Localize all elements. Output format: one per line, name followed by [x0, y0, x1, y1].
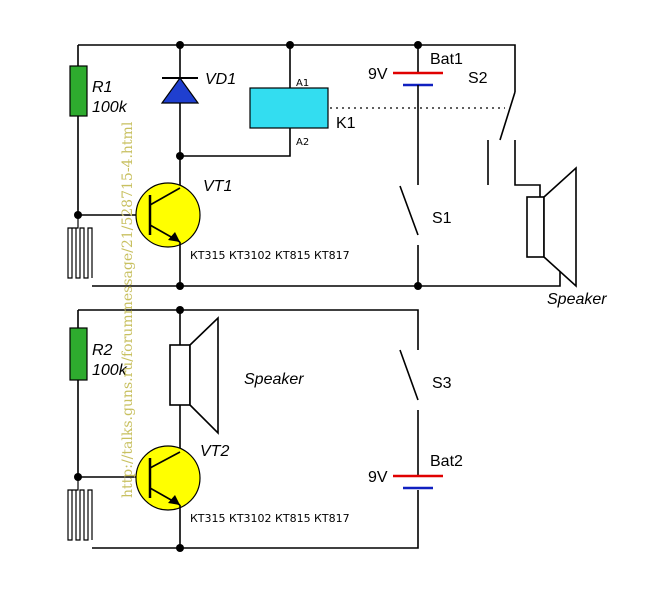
- relay-a2-label: A2: [296, 137, 309, 148]
- relay-k1-coil: [249, 87, 329, 129]
- sensor-2-meander: [67, 477, 93, 541]
- junction-dot: [74, 211, 82, 219]
- r1-value: 100k: [92, 99, 128, 116]
- vt1-collector: [149, 187, 181, 206]
- vt2-types: КТ315 КТ3102 КТ815 КТ817: [190, 512, 350, 525]
- junction-dot: [286, 41, 294, 49]
- s2-switch-lever: [499, 91, 516, 141]
- s1-switch-lever: [399, 185, 419, 236]
- vt2-label: VT2: [200, 443, 229, 460]
- vt2-emitter-arrow: [168, 495, 180, 505]
- top-rail-wire: [78, 44, 516, 92]
- bottom-circuit: R2 100k Speaker S3 VT2 9V Bat2 КТ315 КТ3…: [67, 306, 463, 552]
- speaker-bottom-label: Speaker: [244, 371, 304, 388]
- r1-label: R1: [92, 79, 112, 96]
- junction-dot: [176, 544, 184, 552]
- speaker-top-label: Speaker: [547, 291, 607, 308]
- speaker-bottom-magnet: [169, 344, 191, 406]
- r2-label: R2: [92, 342, 113, 359]
- relay-k1-label: K1: [336, 115, 356, 132]
- junction-dot: [176, 152, 184, 160]
- bat1-voltage: 9V: [368, 66, 388, 83]
- junction-dot: [176, 306, 184, 314]
- speaker-top-cone: [543, 166, 577, 288]
- r2-resistor: [69, 327, 88, 381]
- bat2-voltage: 9V: [368, 469, 388, 486]
- bat2-label: Bat2: [430, 453, 463, 470]
- relay-a1-label: A1: [296, 78, 309, 89]
- s3-label: S3: [432, 375, 452, 392]
- vt1-label: VT1: [203, 178, 232, 195]
- junction-dot: [176, 282, 184, 290]
- junction-dot: [176, 41, 184, 49]
- speaker-bottom-cone: [189, 316, 219, 435]
- s2-label: S2: [468, 70, 488, 87]
- vd1-label: VD1: [205, 71, 236, 88]
- r1-resistor: [69, 65, 88, 117]
- bottom-ground-rail: [92, 490, 419, 549]
- bottom-top-rail: [78, 309, 419, 350]
- vt2-transistor: [135, 445, 201, 511]
- s1-label: S1: [432, 210, 452, 227]
- r2-value: 100k: [92, 362, 128, 379]
- junction-dot: [414, 282, 422, 290]
- vt1-types: КТ315 КТ3102 КТ815 КТ817: [190, 249, 350, 262]
- vt2-collector: [149, 451, 181, 469]
- junction-dot: [414, 41, 422, 49]
- vt1-emitter-arrow: [168, 232, 180, 242]
- s2-to-speaker-wire: [514, 140, 541, 197]
- relay-a2-wire: [180, 128, 291, 157]
- vt1-transistor: [135, 182, 201, 248]
- speaker-top-magnet: [526, 196, 545, 258]
- sensor-1-meander: [67, 215, 93, 279]
- junction-dot: [74, 473, 82, 481]
- top-circuit: R1 100k VD1 A1 A2 K1 VT1 КТ315 КТ3102 КТ…: [67, 41, 607, 308]
- s3-switch-lever: [399, 349, 419, 401]
- vd1-diode: [160, 76, 200, 104]
- watermark-url: http://talks.guns.ru/forummessage/21/528…: [120, 121, 136, 498]
- bat1-label: Bat1: [430, 51, 463, 68]
